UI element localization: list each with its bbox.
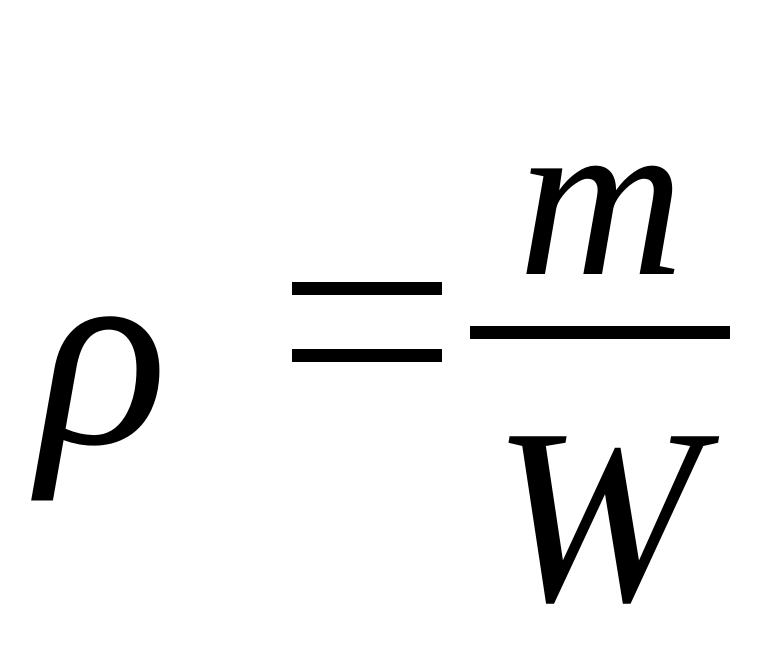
rho-symbol: ρ bbox=[38, 203, 168, 502]
fraction-numerator: m bbox=[518, 69, 685, 324]
equals-bottom-bar bbox=[292, 349, 442, 362]
equals-top-bar bbox=[292, 282, 442, 295]
fraction-bar bbox=[470, 326, 730, 339]
fraction-denominator: W bbox=[492, 378, 701, 655]
equals-sign bbox=[292, 282, 442, 362]
